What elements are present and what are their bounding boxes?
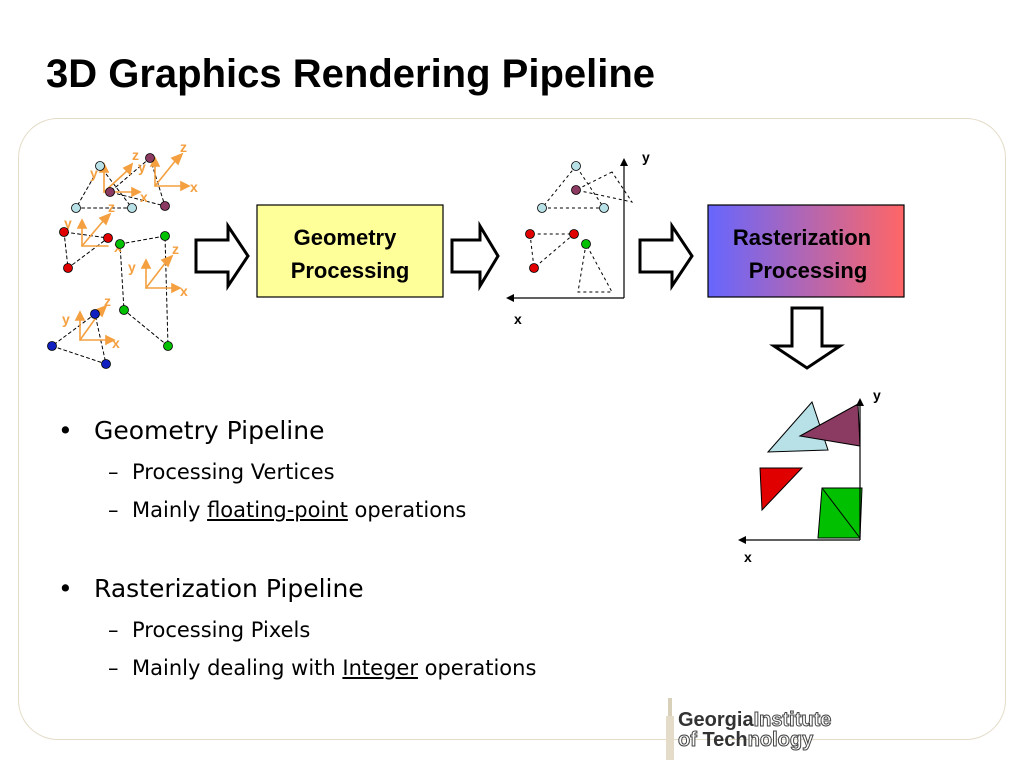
sub-bullet-text: operations xyxy=(347,498,467,522)
sub-bullet-text: Processing Vertices xyxy=(132,460,335,484)
emphasis-text: floating-point xyxy=(207,498,348,522)
triangle-red-a xyxy=(63,231,110,269)
dash-icon: – xyxy=(108,656,119,680)
axis-label-x: x xyxy=(744,549,752,565)
raster-box-line2: Processing xyxy=(749,258,868,283)
dash-icon: – xyxy=(108,460,119,484)
geometry-processing-box: Geometry Processing xyxy=(256,204,444,298)
axis-label-x: x xyxy=(190,179,198,195)
sub-bullet-item: –Mainly dealing with Integer operations xyxy=(108,656,536,680)
bullet-text: Geometry Pipeline xyxy=(94,416,325,445)
axis-label-x: x xyxy=(514,311,522,327)
sub-bullet-item: –Processing Pixels xyxy=(108,618,310,642)
axis-label-z: z xyxy=(108,199,115,215)
flow-arrow-right-icon xyxy=(194,221,250,291)
bullet-item: • Rasterization Pipeline xyxy=(58,574,364,603)
axis-label-y: y xyxy=(90,165,98,181)
axis-label-z: z xyxy=(104,293,111,309)
sub-bullet-text: Processing Pixels xyxy=(132,618,311,642)
dash-icon: – xyxy=(108,618,119,642)
triangle-lightblue-a xyxy=(75,165,134,209)
projected-scene: y x xyxy=(506,149,650,327)
axis-label-y: y xyxy=(128,259,136,275)
rasterization-processing-box: Rasterization Processing xyxy=(707,204,905,298)
geometry-box-line2: Processing xyxy=(291,258,410,283)
sub-bullet-item: –Processing Vertices xyxy=(108,460,335,484)
axis-label-y: y xyxy=(138,159,146,175)
geometry-box-line1: Geometry xyxy=(294,225,397,250)
axis-label-y: y xyxy=(873,387,881,403)
axis-label-z: z xyxy=(132,147,139,163)
axis-label-z: z xyxy=(180,139,187,155)
raster-box-line1: Rasterization xyxy=(733,225,871,250)
quad-green-a xyxy=(119,235,169,348)
rasterized-output: y x xyxy=(738,387,881,565)
tower-icon xyxy=(666,698,674,760)
axis-label-y: y xyxy=(64,215,72,231)
flow-arrow-right-icon xyxy=(450,220,500,292)
flow-arrow-right-icon xyxy=(638,221,694,291)
sub-bullet-text: Mainly xyxy=(132,498,208,522)
bullet-text: Rasterization Pipeline xyxy=(94,574,364,603)
axis-label-x: x xyxy=(180,283,188,299)
georgia-tech-logo: GeorgiaInstitute of Technology xyxy=(662,696,882,762)
bullet-icon: • xyxy=(58,574,73,603)
axis-label-x: x xyxy=(140,189,148,205)
sub-bullet-text: Mainly dealing with xyxy=(132,656,343,680)
bullet-item: • Geometry Pipeline xyxy=(58,416,324,445)
flow-arrow-down-icon xyxy=(769,306,845,370)
sub-bullet-item: –Mainly floating-point operations xyxy=(108,498,466,522)
object-space-scene: y z y z x x z y x z y x z y x xyxy=(47,139,198,369)
emphasis-text: Integer xyxy=(342,656,418,680)
bullet-icon: • xyxy=(58,416,73,445)
triangle-blue-a xyxy=(50,313,107,365)
axis-label-x: x xyxy=(112,335,120,351)
dash-icon: – xyxy=(108,498,119,522)
axis-label-y: y xyxy=(642,149,650,165)
slide-title: 3D Graphics Rendering Pipeline xyxy=(46,52,656,96)
sub-bullet-text: operations xyxy=(417,656,537,680)
logo-text: GeorgiaInstitute of Technology xyxy=(677,709,832,751)
axis-label-y: y xyxy=(62,311,70,327)
content-frame xyxy=(18,118,1006,740)
axis-label-z: z xyxy=(172,241,179,257)
